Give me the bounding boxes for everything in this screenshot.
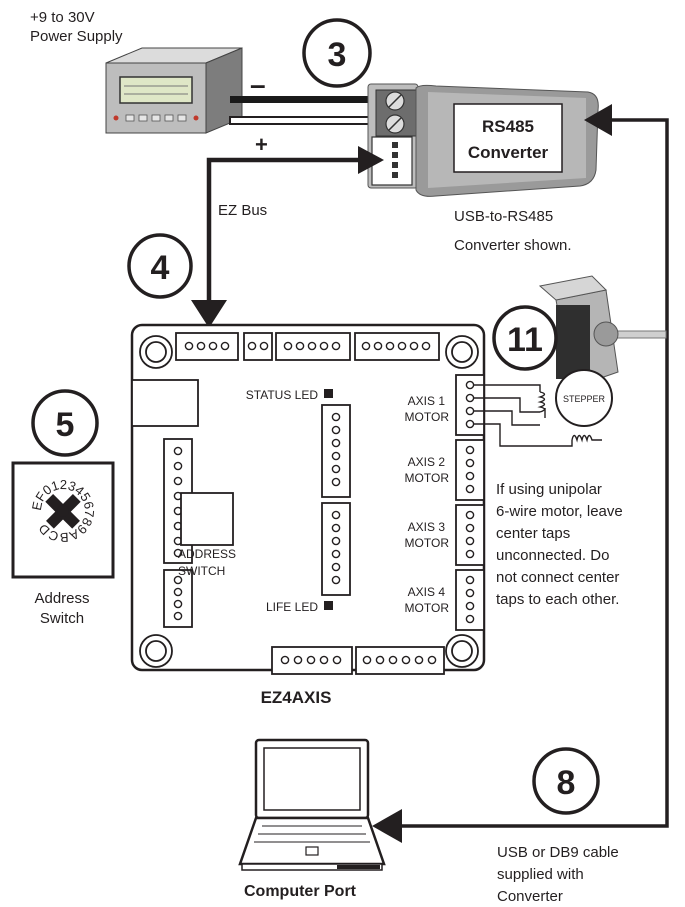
plus-sign: + (255, 132, 268, 157)
usb-cable (372, 104, 669, 843)
board-usb-socket (131, 379, 199, 427)
converter-caption-line2: Converter shown. (454, 237, 572, 254)
bottom-connector-5pin (271, 646, 353, 675)
axis-1-label-line2: MOTOR (405, 410, 450, 424)
axis-2-connector (455, 439, 485, 501)
axis-4-connector (455, 569, 485, 631)
board-address-switch (180, 492, 234, 546)
axis-4-label-line1: AXIS 4 (408, 585, 446, 599)
address-switch-frame (11, 461, 115, 579)
converter-title-line2: Converter (468, 143, 549, 162)
cable-note-line: supplied with (497, 866, 584, 883)
ez-bus-cable: EZ Bus (191, 146, 384, 328)
board-address-switch-label-line2: SWITCH (178, 564, 225, 578)
step-8-number: 8 (557, 764, 576, 802)
status-led-label: STATUS LED (246, 388, 319, 402)
board-name: EZ4AXIS (261, 688, 332, 707)
step-4-number: 4 (151, 249, 170, 287)
step-4-badge: 4 (127, 233, 193, 299)
laptop-touchpad (305, 846, 319, 856)
life-led (324, 601, 333, 610)
life-led-label: LIFE LED (266, 600, 318, 614)
axis-3-connector (455, 504, 485, 566)
unipolar-note-line: taps to each other. (496, 591, 619, 608)
step-3-badge: 3 (302, 18, 372, 88)
converter-label-box (453, 103, 563, 173)
unipolar-note-line: 6-wire motor, leave (496, 503, 623, 520)
computer-port-label: Computer Port (244, 883, 357, 900)
ez-bus-connector (175, 332, 239, 361)
unipolar-note-line: unconnected. Do (496, 547, 609, 564)
cable-note-line: USB or DB9 cable (497, 844, 619, 861)
top-connector-6pin (354, 332, 440, 361)
laptop-screen (263, 747, 361, 811)
address-switch-label-line1: Address (34, 590, 89, 607)
power-supply-display (119, 76, 193, 104)
ez4axis-board: ADDRESS SWITCH STATUS LED LIFE LED (130, 323, 486, 707)
axis-1-connector (455, 374, 485, 436)
stepper-symbol (555, 369, 613, 427)
axis-3-label-line1: AXIS 3 (408, 520, 446, 534)
axis-4-label-line2: MOTOR (405, 601, 450, 615)
unipolar-note: If using unipolar 6-wire motor, leave ce… (496, 481, 623, 608)
unipolar-note-line: center taps (496, 525, 570, 542)
axis-2-label-line1: AXIS 2 (408, 455, 446, 469)
top-connector-2pin (243, 332, 273, 361)
address-switch-label-line2: Switch (40, 610, 84, 627)
middle-connector-lower (321, 502, 351, 596)
motor-wires (474, 384, 602, 447)
axis-1-label-line1: AXIS 1 (408, 394, 446, 408)
address-switch-closeup: EF0123456789ABCD Address Switch (11, 461, 115, 627)
converter-caption-line1: USB-to-RS485 (454, 208, 553, 225)
negative-lead (230, 96, 380, 103)
minus-sign: – (250, 69, 266, 100)
converter-title-line1: RS485 (482, 117, 534, 136)
address-switch-knob-icon (45, 494, 81, 529)
mounting-hole (445, 634, 479, 668)
cable-note-line: Converter (497, 888, 563, 905)
ez-bus-arrow-down (191, 300, 227, 328)
cable-note: USB or DB9 cable supplied with Converter (497, 844, 619, 905)
unipolar-note-line: not connect center (496, 569, 619, 586)
bottom-connector-6pin (355, 646, 445, 675)
power-leads: – + (229, 69, 381, 157)
stepper-label: STEPPER (563, 394, 606, 404)
middle-connector-upper (321, 404, 351, 498)
positive-lead (229, 116, 381, 125)
step-11-badge: 11 (492, 305, 558, 371)
step-8-badge: 8 (532, 747, 600, 815)
mounting-hole (139, 634, 173, 668)
stepper-motor: STEPPER (538, 275, 667, 427)
unipolar-note-line: If using unipolar (496, 481, 602, 498)
power-supply: +9 to 30V Power Supply (30, 9, 243, 134)
mounting-hole (139, 335, 173, 369)
step-5-number: 5 (56, 406, 75, 444)
mounting-hole (445, 335, 479, 369)
power-supply-label-line1: +9 to 30V (30, 9, 95, 26)
ez-bus-label: EZ Bus (218, 202, 267, 219)
board-address-switch-label-line1: ADDRESS (178, 547, 236, 561)
motor-body (556, 305, 590, 379)
power-supply-label-line2: Power Supply (30, 28, 123, 45)
top-connector-5pin (275, 332, 351, 361)
laptop-icon (238, 738, 386, 871)
axis-3-label-line2: MOTOR (405, 536, 450, 550)
status-led (324, 389, 333, 398)
laptop-base (238, 816, 386, 866)
step-11-number: 11 (507, 321, 543, 359)
usb-arrow-to-converter (584, 104, 612, 136)
step-5-badge: 5 (31, 389, 99, 457)
step-3-number: 3 (328, 36, 347, 74)
axis-2-label-line2: MOTOR (405, 471, 450, 485)
usb-arrow-to-computer (372, 809, 402, 843)
rs485-converter: RS485 Converter USB-to-RS485 Converter s… (367, 83, 599, 254)
ez-bus-arrow-right (358, 146, 384, 174)
left-connector-4pin (163, 569, 193, 628)
